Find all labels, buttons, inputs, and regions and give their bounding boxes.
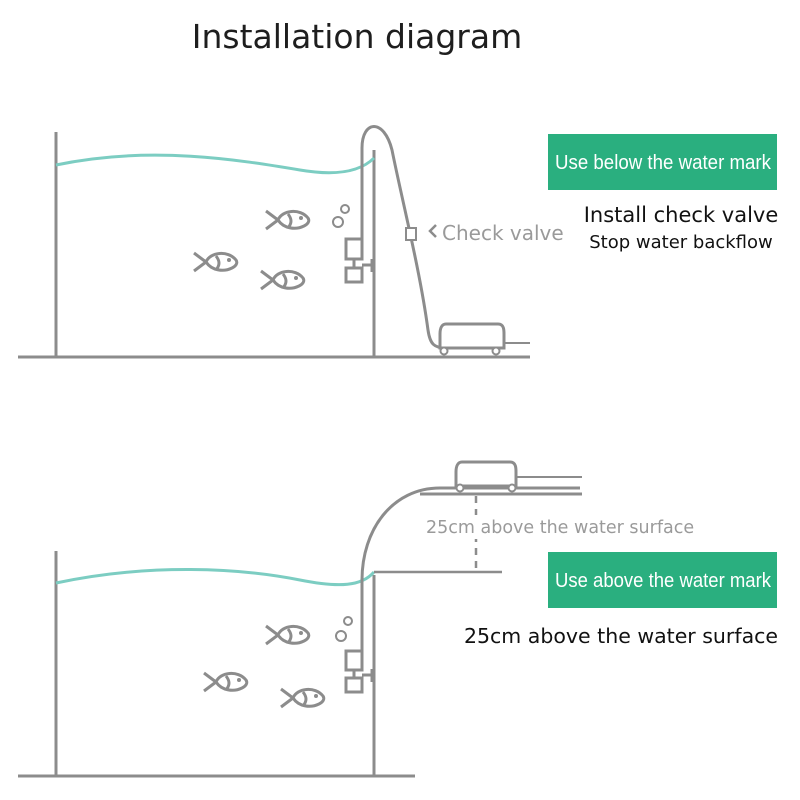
- height-caption: 25cm above the water surface: [464, 624, 778, 648]
- external-pump-icon: [438, 322, 530, 356]
- bubble-icon: [343, 616, 353, 626]
- water-surface: [55, 568, 376, 587]
- page-title: Installation diagram: [192, 17, 522, 56]
- below-water-mark-badge-text: Use below the water mark: [555, 152, 772, 174]
- above-water-mark-badge-text: Use above the water mark: [555, 570, 772, 592]
- bubble-icon: [340, 204, 350, 214]
- height-label-backdrop: [424, 515, 700, 539]
- bubble-icon: [332, 216, 344, 228]
- stop-backflow-subheading: Stop water backflow: [589, 232, 773, 253]
- external-pump-icon: [454, 460, 518, 493]
- water-surface: [55, 153, 376, 175]
- hose: [360, 125, 447, 350]
- bubble-icon: [335, 630, 347, 642]
- panel-below-water-mark: Check valve Use below the water mark Ins…: [18, 125, 779, 359]
- check-valve-icon: [405, 227, 417, 241]
- chevron-left-icon: [428, 224, 437, 238]
- fish-icon: [279, 687, 326, 709]
- below-water-mark-badge: [548, 134, 777, 190]
- submerged-pump-icon: [344, 237, 374, 284]
- fish-icon: [264, 624, 311, 646]
- check-valve-label: Check valve: [442, 221, 564, 245]
- fish-icon: [202, 671, 249, 693]
- submerged-pump-icon: [344, 649, 374, 694]
- fish-icon: [259, 269, 306, 291]
- height-dimension-label: 25cm above the water surface: [426, 518, 694, 538]
- above-water-mark-badge: [548, 552, 777, 608]
- fish-icon: [264, 209, 311, 231]
- hose: [360, 486, 580, 651]
- install-check-valve-heading: Install check valve: [584, 203, 779, 227]
- fish-icon: [192, 251, 239, 273]
- panel-above-water-mark: 25cm above the water surface Use above t…: [18, 460, 778, 778]
